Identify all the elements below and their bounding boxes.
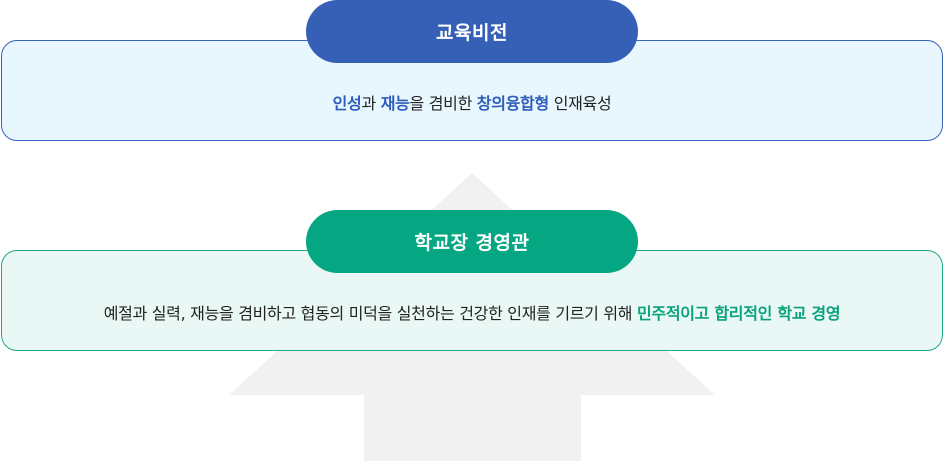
management-statement: 예절과 실력, 재능을 겸비하고 협동의 미덕을 실천하는 건강한 인재를 기르…: [104, 300, 841, 324]
keyword-creative-convergence: 창의융합형: [476, 94, 549, 113]
management-title: 학교장 경영관: [414, 232, 530, 254]
vision-title-pill: 교육비전: [306, 0, 638, 63]
keyword-democratic-management: 민주적이고 합리적인 학교 경영: [637, 304, 841, 323]
statement-text: 예절과 실력, 재능을 겸비하고 협동의 미덕을 실천하는 건강한 인재를 기르…: [103, 304, 637, 323]
statement-text: 을 겸비한: [409, 94, 477, 113]
keyword-talent: 재능: [380, 94, 410, 113]
statement-text: 인재육성: [548, 94, 612, 113]
keyword-character: 인성: [332, 94, 362, 113]
vision-title: 교육비전: [436, 22, 508, 44]
vision-statement: 인성과 재능을 겸비한 창의융합형 인재육성: [333, 90, 612, 114]
management-title-pill: 학교장 경영관: [306, 210, 638, 273]
statement-text: 과: [361, 94, 381, 113]
